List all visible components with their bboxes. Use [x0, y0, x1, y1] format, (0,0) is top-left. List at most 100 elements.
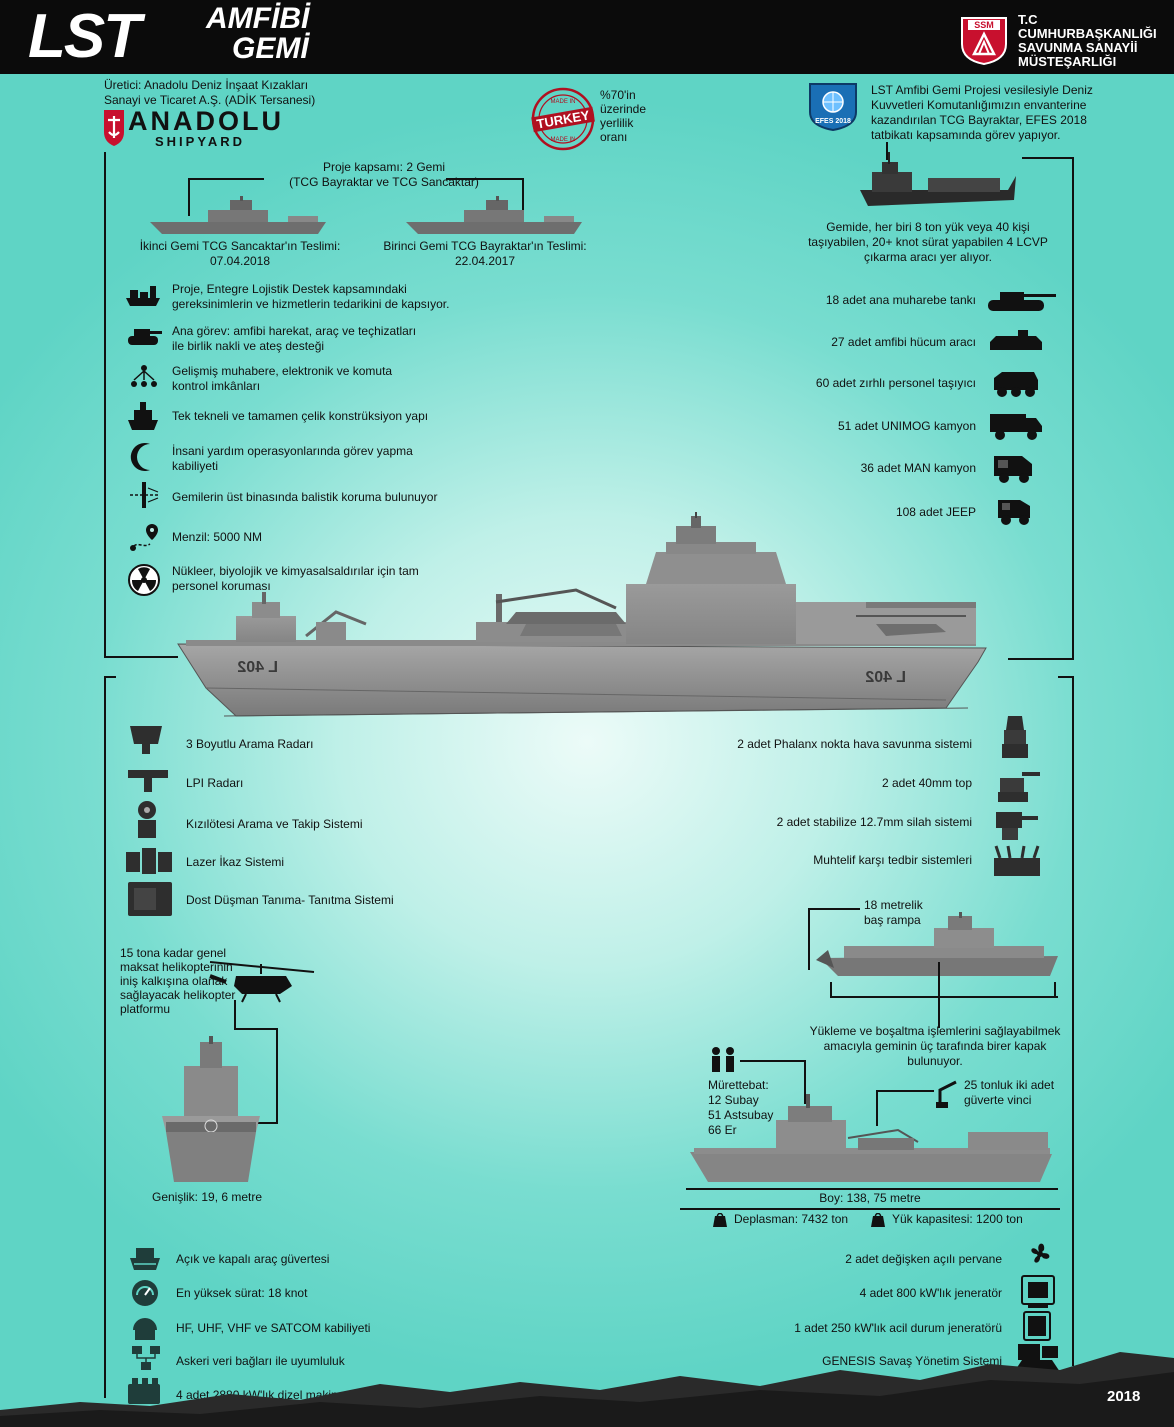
emergency-generator-icon — [1022, 1310, 1052, 1342]
ship-side-small — [688, 1092, 1058, 1184]
efes-badge-text: EFES 2018 — [815, 118, 851, 125]
vehicle-unimog: 51 adet UNIMOG kamyon — [837, 419, 976, 433]
gun-40mm-icon — [992, 764, 1040, 804]
ship-bayraktar-thumb — [404, 196, 584, 236]
sensor-laser: Lazer İkaz Sistemi — [186, 855, 285, 869]
crane-icon — [936, 1080, 958, 1108]
crane-text: 25 tonluk iki adet güverte vinci — [964, 1078, 1055, 1107]
weapon-40mm: 2 adet 40mm top — [881, 776, 972, 790]
local-rate-text: %70'in üzerinde yerlilik oranı — [600, 88, 647, 144]
anadolu-shield-icon — [104, 110, 124, 146]
capacity-text: Yük kapasitesi: 1200 ton — [892, 1212, 1023, 1226]
ship-stern-view — [156, 1036, 266, 1186]
feature-range: Menzil: 5000 NM — [172, 530, 263, 544]
made-in-turkey-stamp: MADE IN MADE IN TURKEY — [530, 86, 596, 152]
machine-gun-icon — [990, 806, 1040, 842]
frame-right-top — [1072, 157, 1074, 660]
doors-text: Yükleme ve boşaltma işlemlerini sağlayab… — [809, 1024, 1061, 1068]
doors-bracket-h — [830, 996, 1058, 998]
year-label: 2018 — [1107, 1388, 1141, 1405]
ship-width: Genişlik: 19, 6 metre — [152, 1190, 263, 1204]
ssm-savunma: SAVUNMA SANAYİİ — [1018, 40, 1138, 55]
feature-generator: 4 adet 800 kW'lık jeneratör — [859, 1286, 1002, 1300]
anadolu-logo-text: ANADOLU — [128, 106, 284, 136]
vehicle-tanks: 18 adet ana muharebe tankı — [825, 293, 976, 307]
producer-line2: Sanayi ve Ticaret A.Ş. (ADİK Tersanesi) — [104, 93, 316, 107]
crane-connector-v — [876, 1090, 878, 1126]
feature-genesis: GENESIS Savaş Yönetim Sistemi — [822, 1354, 1002, 1368]
steel-ship-icon — [126, 402, 160, 432]
feature-nbc: Nükleer, biyolojik ve kimyasalsaldırılar… — [172, 564, 419, 593]
frame-left-bottom — [104, 676, 106, 1398]
dims-row — [680, 1208, 1060, 1230]
efes-badge: EFES 2018 — [806, 82, 860, 132]
ship-length: Boy: 138, 75 metre — [819, 1191, 921, 1205]
feature-max-speed: En yüksek sürat: 18 knot — [176, 1286, 308, 1300]
heli-connector-h — [234, 1028, 278, 1030]
battle-tank-icon — [984, 286, 1058, 314]
route-icon — [128, 522, 160, 554]
crew-text: Mürettebat: 12 Subay 51 Astsubay 66 Er — [708, 1078, 774, 1137]
main-ship-illustration: L 402 L 402 — [176, 512, 996, 724]
hull-number-bow: L 402 — [237, 659, 278, 676]
crew-connector-h — [740, 1060, 806, 1062]
feature-data-link: Askeri veri bağları ile uyumluluk — [176, 1354, 345, 1368]
helicopter-text: 15 tona kadar genel maksat helikopterini… — [120, 946, 236, 1016]
feature-steel: Tek tekneli ve tamamen çelik konstrüksiy… — [172, 409, 429, 423]
countermeasure-icon — [990, 844, 1044, 882]
stamp-bottom-text: MADE IN — [550, 137, 575, 143]
frame-left-top-h — [104, 656, 178, 658]
man-truck-icon — [992, 450, 1036, 484]
feature-main-task: Ana görev: amfibi harekat, araç ve teçhi… — [172, 324, 417, 353]
ssm-mustesarlik: MÜSTEŞARLIĞI — [1018, 54, 1117, 69]
heli-connector-down — [276, 1028, 278, 1124]
producer-line1: Üretici: Anadolu Deniz İnşaat Kızakları — [104, 78, 309, 92]
length-line — [686, 1188, 1058, 1190]
title-gemi: GEMİ — [232, 32, 309, 65]
stamp-turkey-text: TURKEY — [535, 107, 591, 131]
unimog-truck-icon — [988, 410, 1044, 442]
vehicle-amphibious: 27 adet amfibi hücum aracı — [831, 335, 976, 349]
apc-icon — [990, 368, 1042, 398]
ship-sancaktar-thumb — [148, 196, 328, 236]
displacement-icon — [712, 1213, 728, 1227]
ssm-badge-text: SSM — [974, 20, 994, 30]
doors-connector — [938, 962, 940, 1028]
heli-connector-up — [234, 1000, 236, 1030]
network-icon — [128, 364, 160, 390]
shipyard-logo-text: SHIPYARD — [155, 134, 245, 149]
weapon-phalanx: 2 adet Phalanx nokta hava savunma sistem… — [737, 737, 972, 751]
crane-connector-h — [876, 1090, 934, 1092]
lpi-radar-icon — [128, 766, 168, 794]
propeller-icon — [1024, 1238, 1056, 1270]
helicopter-icon — [206, 958, 316, 1008]
sensor-infrared: Kızılötesi Arama ve Takip Sistemi — [186, 817, 363, 831]
frame-left-bottom-h — [104, 676, 116, 678]
vehicle-jeep: 108 adet JEEP — [895, 505, 976, 519]
tank-icon — [124, 324, 162, 348]
weapon-countermeasures: Muhtelif karşı tedbir sistemleri — [813, 853, 972, 867]
jeep-icon — [994, 494, 1036, 526]
sensor-iff: Dost Düşman Tanıma- Tanıtma Sistemi — [186, 893, 394, 907]
crescent-icon — [130, 442, 158, 472]
hull-number-stern: L 402 — [865, 669, 906, 686]
ssm-logo: SSM — [958, 14, 1010, 66]
phalanx-icon — [998, 716, 1032, 760]
generator-icon — [1020, 1274, 1056, 1308]
second-ship-delivery: İkinci Gemi TCG Sancaktar'ın Teslimi: 07… — [139, 239, 341, 268]
feature-comms: HF, UHF, VHF ve SATCOM kabiliyeti — [176, 1321, 371, 1335]
feature-humanitarian: İnsani yardım operasyonlarında görev yap… — [172, 444, 413, 473]
infrared-icon — [132, 800, 162, 840]
laser-warning-icon — [126, 846, 174, 876]
stamp-top-text: MADE IN — [550, 99, 575, 105]
frame-left-top — [104, 152, 106, 658]
scope-connector-right — [446, 178, 524, 180]
ramp-connector-v — [808, 908, 810, 970]
sensor-3d-radar: 3 Boyutlu Arama Radarı — [186, 737, 314, 751]
capacity-icon — [870, 1213, 886, 1227]
doors-bracket-right — [1054, 982, 1056, 998]
iff-icon — [128, 882, 172, 918]
radiation-icon — [128, 564, 160, 596]
heli-connector-h2 — [242, 1122, 278, 1124]
vehicle-apc: 60 adet zırhlı personel taşıyıcı — [815, 376, 976, 390]
